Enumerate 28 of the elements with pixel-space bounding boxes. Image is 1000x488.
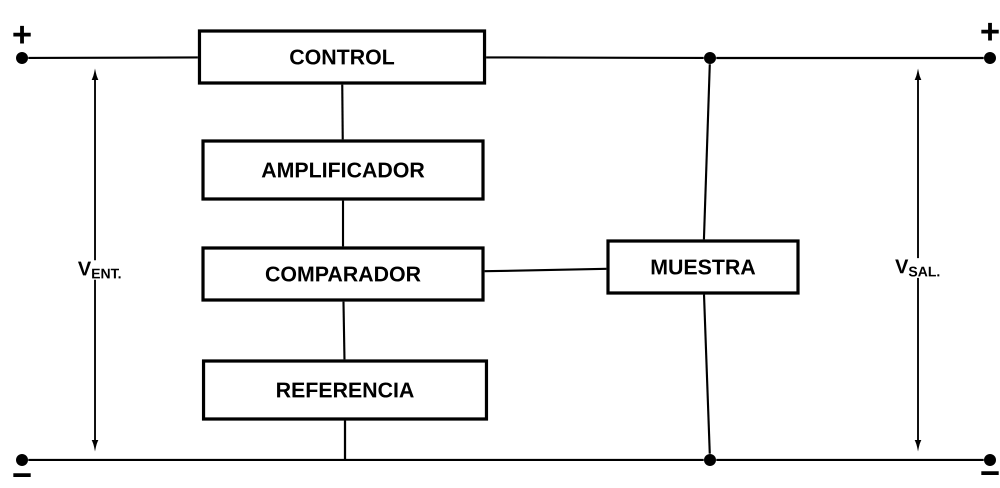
- block-box: REFERENCIA: [202, 359, 488, 421]
- junction-dot: [704, 454, 716, 466]
- voltage-label: V$_{ENT.}$: [78, 262, 121, 278]
- polarity-sign: +: [13, 26, 31, 44]
- terminal-dot: [16, 52, 28, 64]
- block-box: MUESTRA: [606, 239, 800, 295]
- polarity-sign: −: [13, 473, 31, 478]
- block-box: AMPLIFICADOR: [201, 139, 485, 201]
- junction-dot: [704, 52, 716, 64]
- wire: [484, 268, 606, 272]
- voltage-label: V$_{SAL.}$: [895, 259, 940, 277]
- wire: [486, 56, 704, 60]
- wire: [344, 420, 704, 462]
- polarity-sign: −: [981, 471, 999, 476]
- polarity-sign: +: [981, 22, 999, 40]
- block-box: CONTROL: [198, 29, 486, 85]
- terminal-dot: [16, 454, 28, 466]
- wire: [702, 294, 711, 454]
- wire: [341, 84, 344, 140]
- wire: [342, 302, 346, 360]
- wire: [28, 56, 198, 60]
- wire: [716, 56, 984, 60]
- terminal-dot: [984, 52, 996, 64]
- wire: [702, 64, 711, 240]
- terminal-dot: [984, 454, 996, 466]
- block-box: COMPARADOR: [201, 246, 485, 302]
- wire: [716, 458, 984, 462]
- wire: [342, 200, 344, 246]
